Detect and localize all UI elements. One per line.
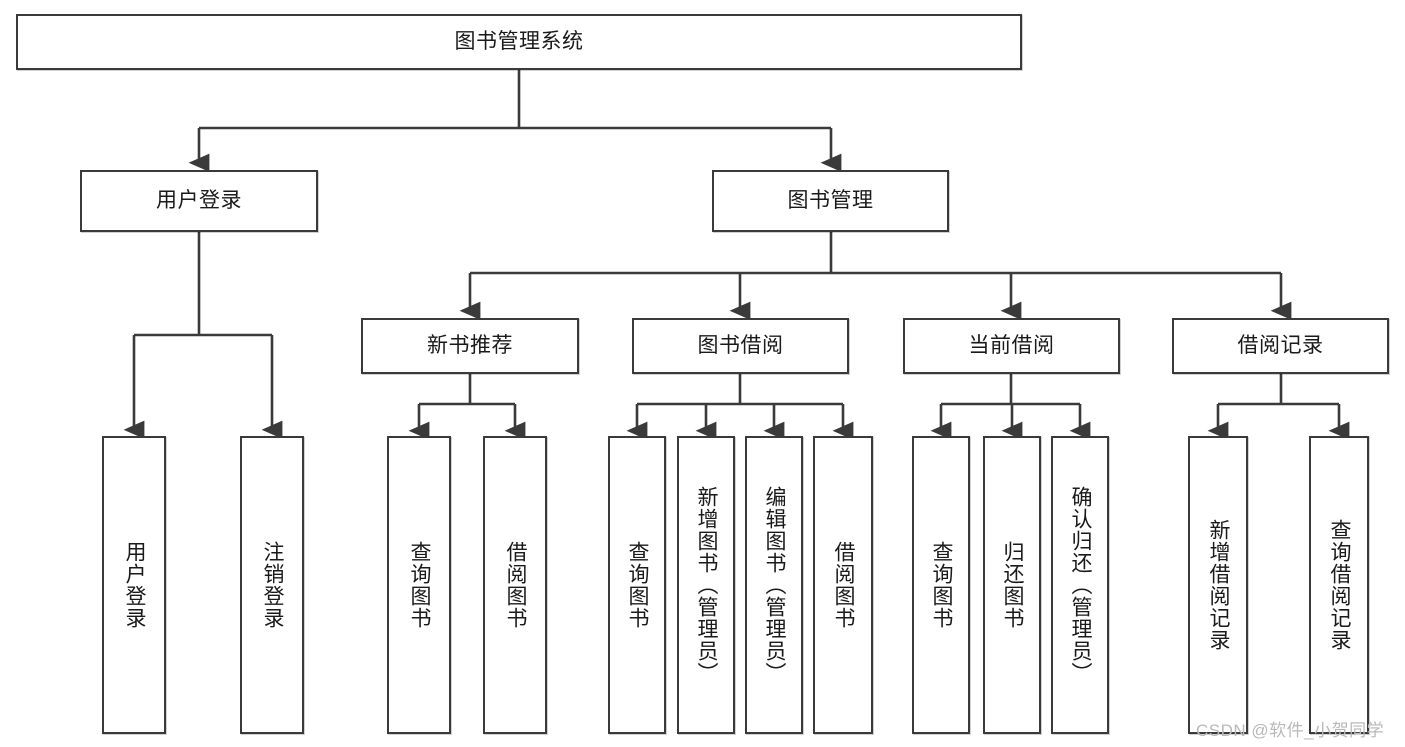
- node-leaf-query-book-rec[interactable]: 查询图书: [387, 436, 451, 734]
- node-leaf-borrow-book-rec-label: 借阅图书: [504, 541, 528, 629]
- node-borrow-record-label: 借阅记录: [1237, 333, 1324, 357]
- node-book-borrow-label: 图书借阅: [697, 333, 784, 357]
- node-new-book-recommend-label: 新书推荐: [427, 333, 513, 357]
- edge-group-book-management: [459, 232, 1292, 320]
- edge-group-user-login: [123, 232, 283, 439]
- node-user-login[interactable]: 用户登录: [80, 170, 318, 232]
- node-leaf-user-login[interactable]: 用户登录: [102, 436, 166, 734]
- node-leaf-query-book-borrow-label: 查询图书: [626, 541, 650, 629]
- node-leaf-edit-book-admin-label: 编辑图书（管理员）: [763, 486, 787, 684]
- node-leaf-borrow-book-label: 借阅图书: [832, 541, 856, 629]
- node-leaf-borrow-book-rec[interactable]: 借阅图书: [483, 436, 547, 734]
- node-user-login-label: 用户登录: [156, 188, 242, 212]
- node-book-management-label: 图书管理: [787, 188, 874, 212]
- node-borrow-record[interactable]: 借阅记录: [1172, 318, 1389, 374]
- node-leaf-confirm-return[interactable]: 确认归还（管理员）: [1051, 436, 1109, 734]
- node-leaf-add-book-admin[interactable]: 新增图书（管理员）: [677, 436, 735, 734]
- node-leaf-add-borrow-record[interactable]: 新增借阅记录: [1188, 436, 1248, 734]
- edge-group-borrow-record: [1207, 374, 1350, 440]
- node-leaf-borrow-book[interactable]: 借阅图书: [813, 436, 873, 734]
- node-leaf-return-book-label: 归还图书: [1001, 541, 1025, 629]
- node-leaf-user-login-label: 用户登录: [123, 541, 147, 629]
- node-leaf-query-book-current-label: 查询图书: [930, 541, 954, 629]
- node-leaf-add-borrow-record-label: 新增借阅记录: [1207, 519, 1231, 651]
- edge-group-root: [188, 70, 842, 172]
- node-root-label: 图书管理系统: [454, 29, 584, 53]
- node-leaf-user-logout[interactable]: 注销登录: [240, 436, 304, 734]
- node-leaf-user-logout-label: 注销登录: [261, 541, 285, 629]
- node-leaf-confirm-return-label: 确认归还（管理员）: [1069, 486, 1093, 684]
- node-root[interactable]: 图书管理系统: [16, 14, 1022, 70]
- node-leaf-return-book[interactable]: 归还图书: [983, 436, 1041, 734]
- csdn-watermark: CSDN @软件_小贺同学: [1196, 721, 1385, 740]
- edge-group-current-borrow: [930, 374, 1091, 440]
- node-new-book-recommend[interactable]: 新书推荐: [361, 318, 579, 374]
- node-leaf-query-book-rec-label: 查询图书: [408, 541, 432, 629]
- node-leaf-query-borrow-record[interactable]: 查询借阅记录: [1309, 436, 1369, 734]
- edge-group-new-book-recommend: [408, 374, 526, 440]
- node-leaf-query-borrow-record-label: 查询借阅记录: [1328, 519, 1352, 651]
- node-current-borrow-label: 当前借阅: [968, 333, 1055, 357]
- node-leaf-add-book-admin-label: 新增图书（管理员）: [695, 486, 719, 684]
- node-current-borrow[interactable]: 当前借阅: [903, 318, 1120, 374]
- node-leaf-query-book-current[interactable]: 查询图书: [912, 436, 970, 734]
- node-leaf-edit-book-admin[interactable]: 编辑图书（管理员）: [745, 436, 803, 734]
- edge-group-book-borrow: [626, 374, 854, 440]
- node-book-management[interactable]: 图书管理: [712, 170, 949, 232]
- node-leaf-query-book-borrow[interactable]: 查询图书: [608, 436, 666, 734]
- node-book-borrow[interactable]: 图书借阅: [632, 318, 849, 374]
